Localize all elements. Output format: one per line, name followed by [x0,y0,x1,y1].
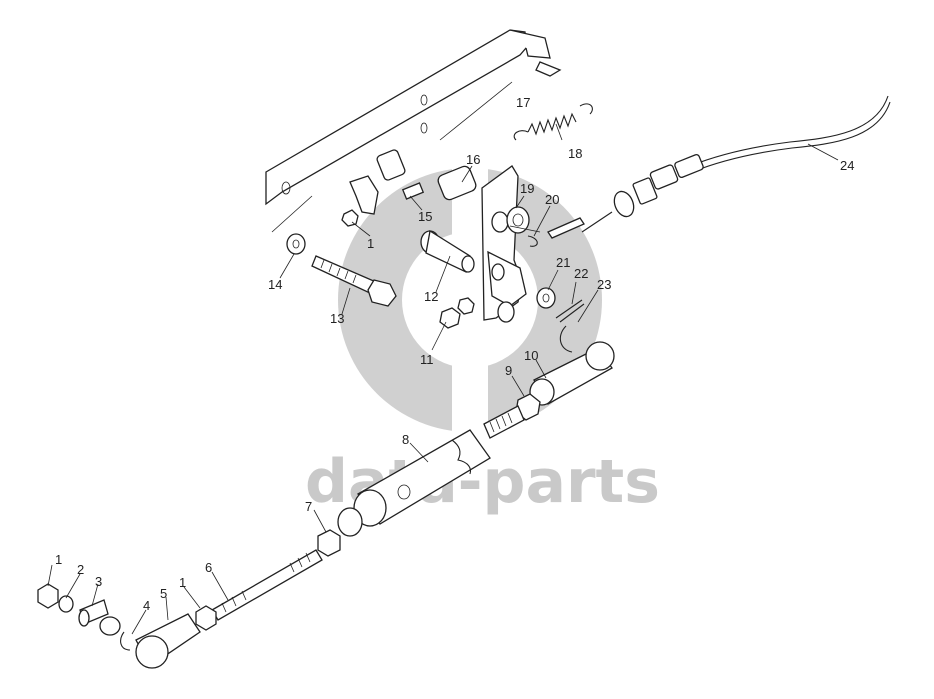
callout-11: 11 [420,352,434,367]
threaded-rod [211,549,323,621]
callout-19: 19 [520,181,534,196]
bolt-and-washer [286,233,397,307]
return-spring [513,103,593,141]
callout-10: 10 [524,348,538,363]
rod-end-cap [515,341,615,421]
callout-22: 22 [574,266,588,281]
callout-8: 8 [402,432,409,447]
callout-1: 1 [55,552,62,567]
leader-lines [47,81,839,635]
throttle-cable [581,95,891,233]
callout-3: 3 [95,574,102,589]
rod-end-assembly [37,583,217,669]
callout-23: 23 [597,277,611,292]
callout-2: 2 [77,562,84,577]
lock-nuts [439,297,475,329]
callout-17: 17 [516,95,530,110]
callout-1-second: 1 [179,575,186,590]
nut-7 [317,529,341,557]
callout-13: 13 [330,311,344,326]
callout-1-third: 1 [367,236,374,251]
mounting-bracket [265,29,562,206]
callout-21: 21 [556,255,570,270]
callout-6: 6 [205,560,212,575]
callout-labels: 1 2 3 4 5 1 6 7 8 9 10 11 12 13 14 1 15 … [55,95,854,613]
callout-12: 12 [424,289,438,304]
throttle-lever [481,165,527,323]
callout-18: 18 [568,146,582,161]
callout-9: 9 [505,363,512,378]
callout-16: 16 [466,152,480,167]
callout-20: 20 [545,192,559,207]
callout-7: 7 [305,499,312,514]
clevis-pin [420,229,475,273]
control-rod [337,405,525,537]
callout-15: 15 [418,209,432,224]
callout-14: 14 [268,277,282,292]
callout-24: 24 [840,158,854,173]
callout-4: 4 [143,598,150,613]
callout-5: 5 [160,586,167,601]
